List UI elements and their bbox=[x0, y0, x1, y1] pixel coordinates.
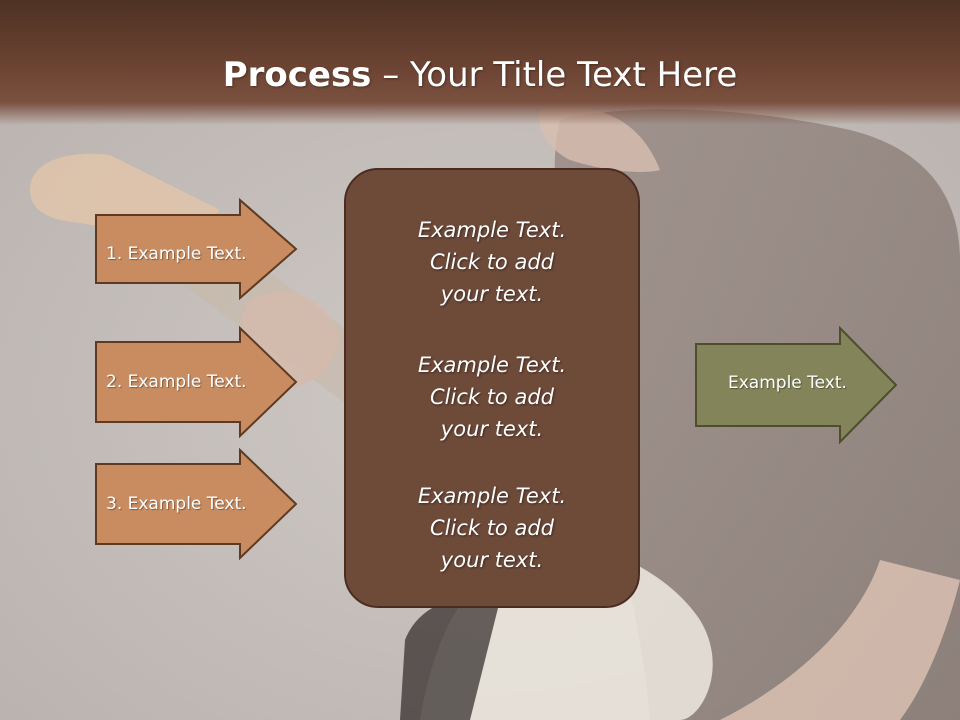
process-box[interactable]: Example Text. Click to add your text. Ex… bbox=[344, 168, 640, 608]
step-label-1: 1. Example Text. bbox=[106, 244, 247, 264]
right-arrow-shape bbox=[695, 326, 898, 444]
block-1-line-3: your text. bbox=[440, 282, 544, 306]
block-2-line-3: your text. bbox=[440, 417, 544, 441]
block-3-line-1: Example Text. bbox=[417, 484, 567, 508]
title-bar bbox=[0, 0, 960, 125]
step-arrow-1[interactable]: 1. Example Text. bbox=[94, 198, 299, 300]
block-2-line-2: Click to add bbox=[429, 385, 554, 409]
process-text-block-2[interactable]: Example Text. Click to add your text. bbox=[346, 349, 638, 445]
right-arrow-shape bbox=[95, 326, 298, 438]
block-2-line-1: Example Text. bbox=[417, 353, 567, 377]
title-bold-word: Process bbox=[222, 55, 372, 95]
output-arrow[interactable]: Example Text. bbox=[694, 326, 899, 444]
right-arrow-shape bbox=[95, 448, 298, 560]
step-arrow-2[interactable]: 2. Example Text. bbox=[94, 326, 299, 438]
step-label-3: 3. Example Text. bbox=[106, 494, 247, 514]
slide-title: Process – Your Title Text Here bbox=[0, 50, 960, 100]
block-1-line-2: Click to add bbox=[429, 250, 554, 274]
title-rest: – Your Title Text Here bbox=[371, 55, 738, 95]
block-1-line-1: Example Text. bbox=[417, 218, 567, 242]
block-3-line-2: Click to add bbox=[429, 516, 554, 540]
process-text-block-1[interactable]: Example Text. Click to add your text. bbox=[346, 214, 638, 310]
step-arrow-3[interactable]: 3. Example Text. bbox=[94, 448, 299, 560]
block-3-line-3: your text. bbox=[440, 548, 544, 572]
step-label-2: 2. Example Text. bbox=[106, 372, 247, 392]
right-arrow-shape bbox=[95, 198, 298, 300]
process-text-block-3[interactable]: Example Text. Click to add your text. bbox=[346, 480, 638, 576]
output-label: Example Text. bbox=[728, 373, 847, 393]
